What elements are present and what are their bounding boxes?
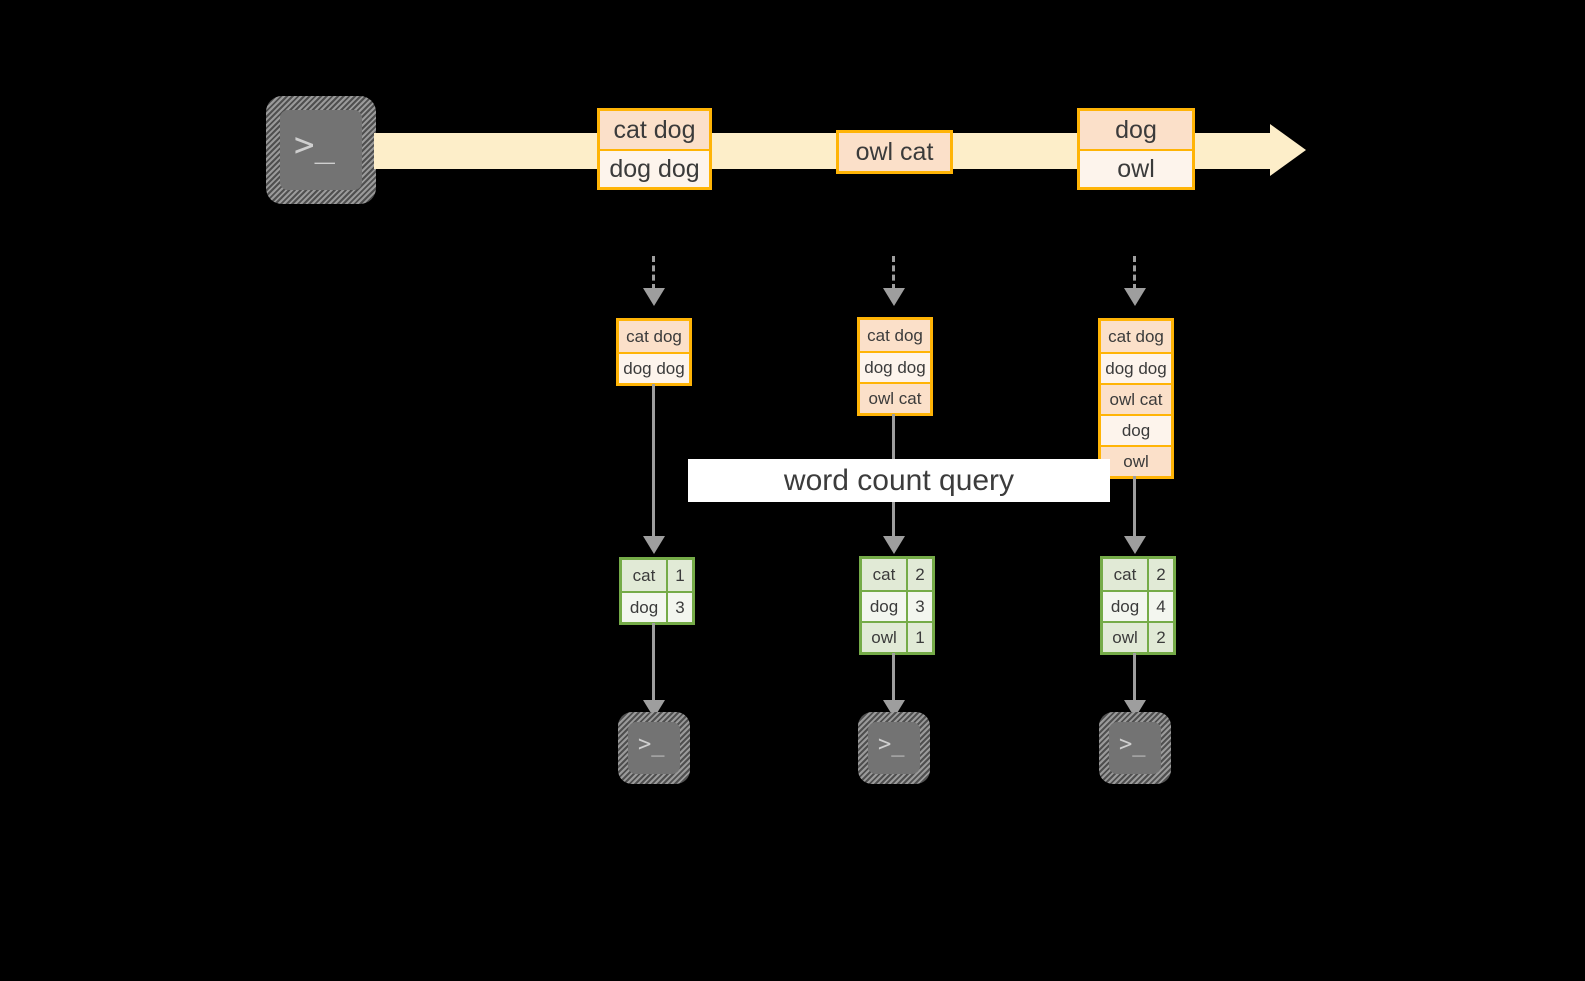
- stream-record-line: owl: [1080, 149, 1192, 187]
- accumulated-records-3: cat dog dog dog owl cat dog owl: [1098, 318, 1174, 479]
- result-count: 4: [1147, 592, 1173, 621]
- result-word: owl: [1103, 623, 1147, 652]
- table-row: owl 1: [862, 621, 932, 652]
- arrow-down-icon: [883, 536, 905, 554]
- table-row: dog 3: [622, 591, 692, 622]
- accumulated-records-2: cat dog dog dog owl cat: [857, 317, 933, 416]
- sink-connector-1: [652, 623, 655, 703]
- dashed-arrow-down-icon: [652, 256, 655, 290]
- result-word: dog: [862, 592, 906, 621]
- table-row: owl 2: [1103, 621, 1173, 652]
- accumulated-line: dog dog: [1101, 352, 1171, 383]
- terminal-prompt-glyph: >_: [1119, 732, 1146, 757]
- terminal-prompt-glyph: >_: [638, 732, 665, 757]
- sink-terminal-icon-3: >_: [1099, 712, 1171, 784]
- result-count: 1: [666, 560, 692, 591]
- result-word: dog: [622, 593, 666, 622]
- arrow-down-icon: [643, 536, 665, 554]
- accumulated-line: cat dog: [619, 321, 689, 352]
- result-count: 3: [906, 592, 932, 621]
- terminal-screen: >_: [628, 722, 680, 774]
- result-word: cat: [862, 559, 906, 590]
- dashed-arrow-head-icon: [1124, 288, 1146, 306]
- accumulated-line: owl cat: [860, 382, 930, 413]
- accumulated-line: cat dog: [1101, 321, 1171, 352]
- sink-terminal-icon-2: >_: [858, 712, 930, 784]
- accumulated-line: dog dog: [619, 352, 689, 383]
- stream-record-line: owl cat: [839, 133, 950, 171]
- result-word: cat: [1103, 559, 1147, 590]
- dashed-arrow-down-icon: [892, 256, 895, 290]
- table-row: dog 4: [1103, 590, 1173, 621]
- terminal-prompt-glyph: >_: [878, 732, 905, 757]
- query-connector-3: [1133, 476, 1136, 539]
- table-row: cat 1: [622, 560, 692, 591]
- result-word: owl: [862, 623, 906, 652]
- sink-connector-2: [892, 653, 895, 703]
- terminal-screen: >_: [868, 722, 920, 774]
- stream-record-line: cat dog: [600, 111, 709, 149]
- table-row: cat 2: [1103, 559, 1173, 590]
- result-word: dog: [1103, 592, 1147, 621]
- result-count: 2: [1147, 559, 1173, 590]
- terminal-prompt-glyph: >_: [294, 125, 335, 165]
- result-count: 2: [1147, 623, 1173, 652]
- arrow-right-icon: [1270, 124, 1306, 176]
- accumulated-records-1: cat dog dog dog: [616, 318, 692, 386]
- source-terminal-icon: >_: [266, 96, 376, 204]
- result-table-1: cat 1 dog 3: [619, 557, 695, 625]
- terminal-screen: >_: [1109, 722, 1161, 774]
- dashed-arrow-down-icon: [1133, 256, 1136, 290]
- stream-record-line: dog: [1080, 111, 1192, 149]
- stream-record-3: dog owl: [1077, 108, 1195, 190]
- stream-record-1: cat dog dog dog: [597, 108, 712, 190]
- query-label-band: word count query: [688, 459, 1110, 502]
- stream-record-line: dog dog: [600, 149, 709, 187]
- result-count: 1: [906, 623, 932, 652]
- result-count: 2: [906, 559, 932, 590]
- sink-terminal-icon-1: >_: [618, 712, 690, 784]
- query-label: word count query: [783, 463, 1015, 497]
- accumulated-line: owl: [1101, 445, 1171, 476]
- accumulated-line: owl cat: [1101, 383, 1171, 414]
- result-count: 3: [666, 593, 692, 622]
- dashed-arrow-head-icon: [643, 288, 665, 306]
- result-word: cat: [622, 560, 666, 591]
- stream-record-2: owl cat: [836, 130, 953, 174]
- table-row: dog 3: [862, 590, 932, 621]
- table-row: cat 2: [862, 559, 932, 590]
- terminal-screen: >_: [280, 110, 362, 190]
- accumulated-line: dog dog: [860, 351, 930, 382]
- accumulated-line: cat dog: [860, 320, 930, 351]
- query-connector-1: [652, 384, 655, 539]
- accumulated-line: dog: [1101, 414, 1171, 445]
- dashed-arrow-head-icon: [883, 288, 905, 306]
- sink-connector-3: [1133, 653, 1136, 703]
- result-table-3: cat 2 dog 4 owl 2: [1100, 556, 1176, 655]
- arrow-down-icon: [1124, 536, 1146, 554]
- result-table-2: cat 2 dog 3 owl 1: [859, 556, 935, 655]
